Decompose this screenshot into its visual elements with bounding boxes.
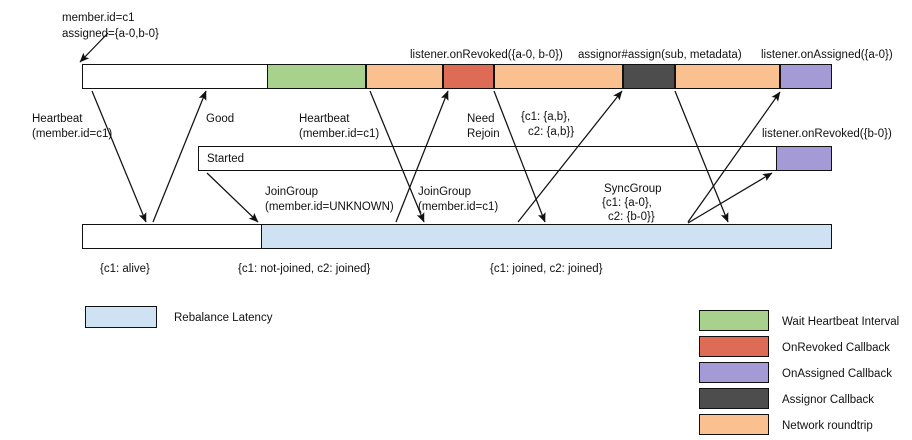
legend-swatch-assignor-callback (699, 388, 769, 409)
callout-listener-onrevoked-a0b0: listener.onRevoked({a-0, b-0}) (410, 49, 563, 61)
legend-label-onassigned-callback: OnAssigned Callback (782, 368, 892, 380)
top-note-line1: member.id=c1 (62, 12, 135, 24)
arrow-joingroup-unknown (206, 172, 259, 223)
annotation-joingroup-unknown-line1: JoinGroup (265, 186, 319, 198)
bar-consumer-c2 (198, 146, 832, 171)
legend-label-assignor-callback: Assignor Callback (782, 394, 875, 406)
annotation-joingroup-unknown-line2: (member.id=UNKNOWN) (265, 201, 394, 213)
legend-swatch-network-roundtrip (699, 414, 769, 435)
annotation-assignments-line2: c2: {a,b}} (528, 126, 575, 138)
top-note-line2: assigned={a-0,b-0} (62, 28, 159, 40)
state-label-c1-alive: {c1: alive} (100, 263, 150, 275)
legend-label-wait-heartbeat-interval: Wait Heartbeat Interval (782, 316, 900, 328)
legend-label-onrevoked-callback: OnRevoked Callback (782, 342, 891, 354)
segment-rebalance-latency (261, 224, 832, 249)
segment-network-roundtrip-3 (675, 64, 780, 89)
callout-assignor-assign: assignor#assign(sub, metadata) (578, 49, 742, 61)
legend-swatch-onrevoked-callback (699, 336, 769, 357)
annotation-joingroup-c1-line2: (member.id=c1) (418, 201, 499, 213)
arrow-onrevoked-c2 (687, 172, 773, 224)
segment-onassigned-callback-c2 (776, 146, 832, 171)
annotation-syncgroup-line2: {c1: {a-0}, (602, 197, 652, 209)
annotation-heartbeat-1-line1: Heartbeat (32, 113, 83, 125)
annotation-heartbeat-2-line1: Heartbeat (299, 113, 350, 125)
annotation-need-rejoin-line1: Need (467, 113, 495, 125)
segment-network-roundtrip-2 (494, 64, 623, 89)
annotation-heartbeat-1-line2: (member.id=c1) (32, 128, 113, 140)
annotation-heartbeat-2-line2: (member.id=c1) (299, 128, 380, 140)
legend-swatch-wait-heartbeat-interval (699, 310, 769, 331)
annotation-good: Good (206, 113, 235, 125)
state-label-c1-joined: {c1: joined, c2: joined} (490, 263, 603, 275)
annotation-assignments-line1: {c1: {a,b}, (521, 111, 571, 123)
legend-label-network-roundtrip: Network roundtrip (782, 420, 873, 432)
segment-onassigned-callback-c1 (780, 64, 832, 89)
annotation-syncgroup-line3: c2: {b-0}} (608, 211, 655, 223)
annotation-started: Started (207, 153, 245, 165)
legend-swatch-onassigned-callback (699, 362, 769, 383)
legend-swatch-rebalance-latency (85, 306, 157, 328)
segment-onrevoked-callback (443, 64, 494, 89)
callout-listener-onassigned-a0: listener.onAssigned({a-0}) (761, 49, 893, 61)
annotation-listener-onrevoked-b0: listener.onRevoked({b-0}) (762, 128, 892, 140)
arrow-heartbeat-1 (91, 90, 147, 223)
annotation-syncgroup-line1: SyncGroup (604, 183, 662, 195)
segment-network-roundtrip-1 (366, 64, 443, 89)
state-label-c1-notjoined: {c1: not-joined, c2: joined} (238, 263, 371, 275)
annotation-joingroup-c1-line1: JoinGroup (418, 186, 472, 198)
segment-wait-heartbeat-interval (267, 64, 366, 89)
annotation-need-rejoin-line2: Rejoin (467, 128, 500, 140)
legend-label-rebalance-latency: Rebalance Latency (174, 312, 273, 324)
segment-assignor-callback (623, 64, 675, 89)
